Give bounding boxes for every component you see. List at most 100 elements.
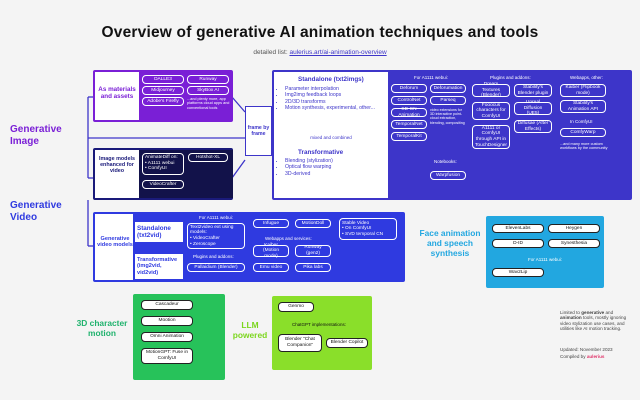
tool-pika-labs[interactable]: Pika labs [295,263,331,272]
generative-image-label: Generative Image [10,124,62,147]
tool-mootion[interactable]: Mootion [141,316,193,326]
tool-controlnet[interactable]: ControlNet [391,96,427,105]
standalone-bullet: Motion synthesis, experimental, other... [285,105,388,111]
plugins-title: Plugins and addons: [490,75,531,80]
a1111-note: video extensions for 3D interactive poin… [430,108,465,125]
transformative-bullet: Blending (stylization) [285,158,388,164]
llm-powered-label: LLM powered [232,320,268,340]
webapps-title: Webapps, other: [570,75,603,80]
video-a1111-title: For A1111 webui: [199,215,234,220]
tool-text2video[interactable]: Text2video ext using models: • VideoCraf… [187,223,245,249]
tool-kaiber-motion[interactable]: Kaiber (Motion mode) [253,243,289,259]
tool-synesthesia[interactable]: Synesthesia [548,239,600,248]
frame-by-frame-panel: Standalone (txt2imgs) Parameter interpol… [272,70,632,200]
animatediff-comfy-text: ComfyUI [148,166,167,172]
tool-temporalkit[interactable]: TemporalKit [391,132,427,141]
mixed-combined-label: mixed and combined [310,135,352,140]
tool-motiongpt[interactable]: MotionGPT: Fuse in ComfyUI [141,348,193,364]
text2video-label: Text2video ext using models: [190,224,234,236]
tool-emu-video[interactable]: Emu video [253,263,289,272]
tool-parseq[interactable]: Parseq [430,96,466,105]
materials-panel: As materials and assets DALLE3 Runway Mi… [93,70,233,122]
tool-stability-animation[interactable]: Stability's Animation API [560,100,606,113]
tool-omni-animation[interactable]: Omni Animation [141,332,193,342]
tool-skybox-ai[interactable]: SkyBox AI [187,86,229,95]
compiled-author: aulerius [586,354,605,359]
materials-title: As materials and assets [98,86,136,100]
face-a1111-title: For A1111 webui: [528,257,563,262]
text2video-zeroscope: • Zeroscope [190,241,216,247]
image-models-title: Image models enhanced for video [99,156,135,175]
transformative-bullet: Optical flow warping [285,164,388,170]
tool-stable-video[interactable]: Stable Video • On ComfyUI • SVD temporal… [339,218,397,240]
tool-runway-gen2[interactable]: Runway (gen2) [295,245,331,257]
tool-comfywarp[interactable]: ComfyWarp [560,128,606,137]
video-plugins-title: Plugins and addons: [193,254,234,259]
image-models-panel: Image models enhanced for video AnimateD… [93,148,233,200]
tool-animatediff[interactable]: AnimateDiff on: • A1111 webui • ComfyUI [142,153,184,175]
tool-runway[interactable]: Runway [187,75,229,84]
transformative-vid: Transformative (img2vid, vid2vid) [135,254,183,280]
footer-note-text: Limited to [560,310,582,315]
page-title: Overview of generative AI animation tech… [101,24,539,41]
stable-video-svd: • SVD temporal CN [342,231,384,237]
video-models-panel: Generative video models Standalone (txt2… [93,212,405,282]
transformative-img-title: Transformative [298,149,344,156]
tool-genmo[interactable]: Genmo [278,302,314,312]
generative-video-label: Generative Video [10,200,62,223]
tool-d-id[interactable]: D-ID [492,239,544,248]
tool-videocrafter[interactable]: VideoCrafter [142,180,184,189]
video-web-title: Webapps and services: [265,236,312,241]
standalone-txt2vid: Standalone (txt2vid) [135,222,183,242]
tool-pallaidium[interactable]: Pallaidium (Blender) [187,263,245,272]
tool-deforum[interactable]: Deforum [391,84,427,93]
materials-note: ...and plenty more, app platforms cloud … [187,97,230,110]
animatediff-label: AnimateDiff on: [145,155,178,160]
tool-stability-blender[interactable]: Stability's Blender plugin [514,84,552,97]
text2video-videocrafter-text: VideoCrafter [193,236,220,241]
face-tools-panel: ElevenLabs Heygen D-ID Synesthesia For A… [486,216,604,288]
animatediff-a1111-text: A1111 webui [147,160,175,166]
tool-deforumation[interactable]: Deforumation [430,84,466,93]
footer-note-text: tools, mostly ignoring video stylization… [560,315,627,332]
footer-compiled: Compiled by aulerius [560,354,632,359]
tool-heygen[interactable]: Heygen [548,224,600,233]
standalone-img-list: Parameter interpolation Img2img feedback… [278,86,388,112]
animatediff-a1111: • A1111 webui [145,160,175,166]
compiled-prefix: Compiled by [560,354,587,359]
video-models-title: Generative video models [97,236,133,249]
tool-kaiber-flipbook[interactable]: Kaiber (Flipbook mode) [560,84,606,97]
tool-hotshot-xl[interactable]: Hotshot-XL [188,153,228,162]
materials-tools-bg: DALLE3 Runway Midjourney SkyBox AI Adobe… [139,72,233,120]
tool-diffusae[interactable]: Diffusae (After Effects) [514,120,552,133]
tool-chat-companion[interactable]: Blender "Chat Companion" [278,334,322,352]
stable-video-comfy: • On ComfyUI [342,226,372,232]
comfy-title: In ComfyUI [570,119,593,124]
tool-wav2lip[interactable]: Wav2Lip [492,268,544,277]
tool-temporalnet[interactable]: TemporalNet [391,120,427,129]
standalone-bullet: Img2img feedback loops [285,92,388,98]
tool-midjourney[interactable]: Midjourney [142,86,184,95]
tool-touchdesigner[interactable]: A1111 or ComfyUI through API in TouchDes… [472,125,510,149]
text2video-zeroscope-text: Zeroscope [193,241,216,247]
connector-materials-frame [231,96,246,113]
chatgpt-title: ChatGPT implementations: [292,322,346,327]
tool-infugue[interactable]: Infugue [253,219,289,228]
tool-warpfusion[interactable]: Warpfusion [430,171,466,180]
tool-sd-cn-animation[interactable]: SD-CN Animation [391,107,427,118]
animatediff-comfy: • ComfyUI [145,166,167,172]
detailed-list-link[interactable]: aulerius.art/ai-animation-overview [289,49,387,56]
tool-elevenlabs[interactable]: ElevenLabs [492,224,544,233]
subtitle: detailed list: aulerius.art/ai-animation… [0,49,640,56]
tool-blender-copilot[interactable]: Blender Copilot [326,338,368,348]
tool-cascadeur[interactable]: Cascadeur [141,300,193,310]
tool-dream-textures[interactable]: Dream Textures (Blender) [472,82,510,98]
character-tools-panel: Cascadeur Mootion Omni Animation MotionG… [133,294,225,380]
tool-unreal-diffusion[interactable]: Unreal Diffusion (UE5) [514,100,552,116]
transformative-bullet: 3D-derived [285,171,388,177]
tool-dalle3[interactable]: DALLE3 [142,75,184,84]
tool-fooocus[interactable]: Fooocus characters for ComfyUI [472,102,510,120]
tool-adobe-firefly[interactable]: Adobe's Firefly [142,97,184,106]
tool-motiondoll[interactable]: MotionDoll [295,219,331,228]
notebooks-title: Notebooks: [434,159,457,164]
